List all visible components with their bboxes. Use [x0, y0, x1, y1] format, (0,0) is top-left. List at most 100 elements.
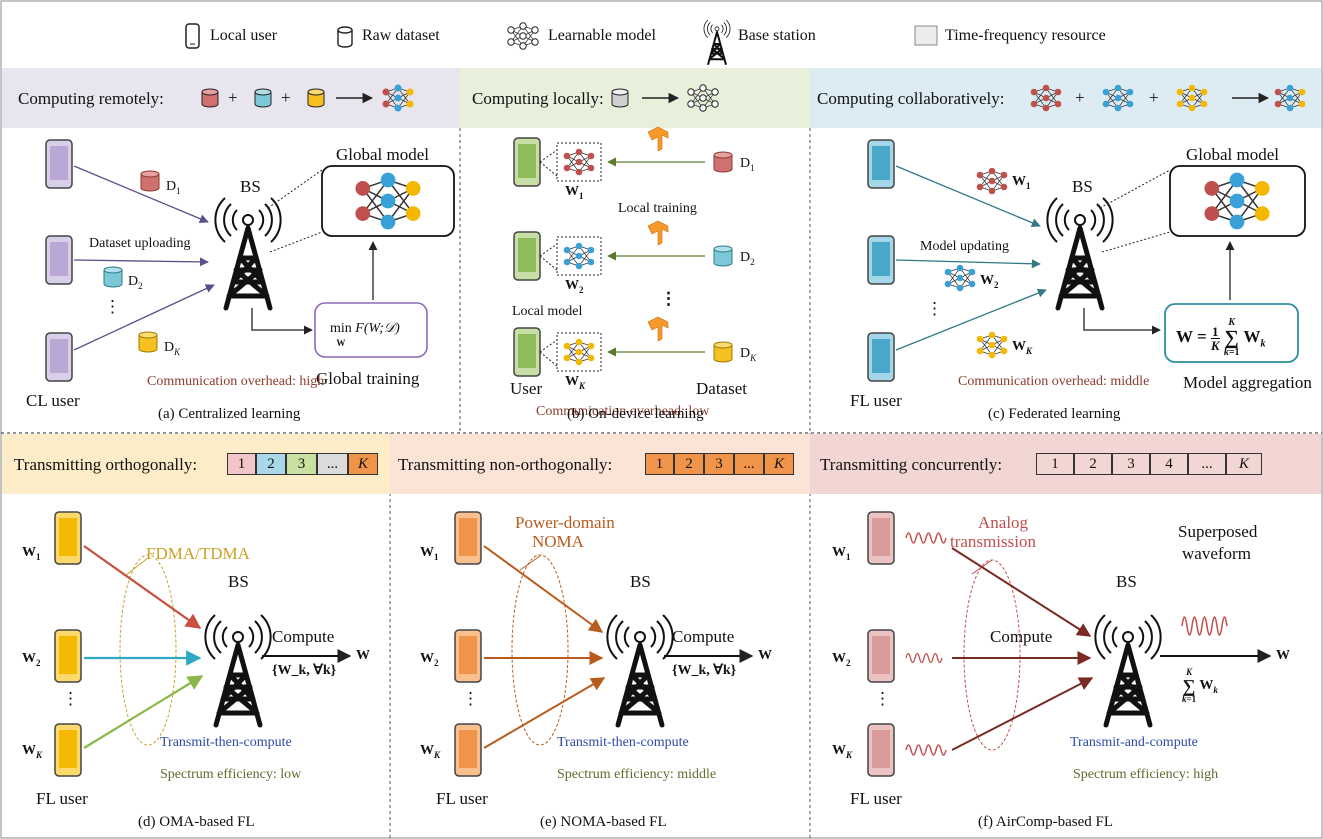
fl-global-model-label: Global model [1186, 145, 1280, 164]
air-compute-label: Compute [990, 627, 1053, 646]
superposed-wave-icon [1181, 616, 1228, 636]
superposed-2: waveform [1182, 544, 1251, 563]
noma-mode: Transmit-then-compute [557, 735, 689, 750]
fl-bs-label: BS [1072, 177, 1093, 196]
oma-cell-1: 1 [227, 453, 256, 475]
cl-user-label: CL user [26, 391, 80, 410]
ondevice-rows [513, 137, 602, 377]
cl-dk-label: DK [164, 340, 181, 357]
cl-global-training-label: Global training [316, 369, 420, 388]
air-cell-k: K [1226, 453, 1262, 475]
air-cell-3: 3 [1112, 453, 1150, 475]
cl-d2-label: D2 [128, 274, 143, 291]
fl-overhead: Communication overhead: middle [958, 374, 1150, 389]
band-a-icons [201, 88, 374, 108]
air-cell-2: 2 [1074, 453, 1112, 475]
air-output: W [1276, 648, 1290, 663]
air-sum-label: K∑k=1 Wk [1182, 667, 1218, 704]
aircomp-phones [867, 511, 895, 777]
w2-label: W2 [565, 278, 584, 295]
air-scheme-2: transmission [950, 532, 1036, 551]
air-w2: W2 [832, 651, 851, 668]
noma-w2: W2 [420, 651, 439, 668]
band-b-bg [460, 68, 810, 128]
band-c-icons [1030, 84, 1306, 112]
caption-a: (a) Centralized learning [158, 406, 301, 422]
aircomp-ellipse [963, 559, 1021, 751]
w1-label: W1 [565, 184, 584, 201]
air-w1: W1 [832, 545, 851, 562]
band-a-title: Computing remotely: [18, 89, 164, 108]
cl-bs-label: BS [240, 177, 261, 196]
fl-updating-label: Model updating [920, 239, 1010, 254]
wave-icon-1 [905, 532, 947, 544]
band-c-plus-2: + [1149, 88, 1159, 107]
aircomp-bs-tower-icon [1095, 615, 1160, 725]
legend-phone-icon [185, 23, 200, 49]
oma-efficiency: Spectrum efficiency: low [160, 767, 302, 782]
legend-learnable-model: Learnable model [548, 27, 656, 44]
noma-set-label: {W_k, ∀k} [672, 663, 737, 678]
air-mode: Transmit-and-compute [1070, 735, 1198, 750]
band-b-icons [611, 88, 680, 108]
superposed-1: Superposed [1178, 522, 1258, 541]
noma-compute-label: Compute [672, 627, 735, 646]
air-bs-label: BS [1116, 572, 1137, 591]
air-dots: ⋮ [874, 689, 891, 708]
oma-ellipse [119, 554, 177, 746]
noma-cell-3: 3 [704, 453, 734, 475]
fl-global-model-icon [1204, 172, 1270, 230]
air-scheme-1: Analog [978, 513, 1029, 532]
ondevice-datasets [713, 151, 733, 363]
fl-dots: ⋮ [926, 299, 943, 318]
oma-wk: WK [22, 743, 43, 760]
band-b-title: Computing locally: [472, 89, 604, 108]
legend-tf-resource: Time-frequency resource [945, 27, 1106, 44]
cl-global-model-label: Global model [336, 145, 430, 164]
noma-wk: WK [420, 743, 441, 760]
cl-global-training-box [314, 302, 428, 358]
air-user-label: FL user [850, 789, 902, 808]
wk-label: WK [565, 374, 586, 391]
noma-scheme-2: NOMA [532, 532, 584, 551]
oma-user-label: FL user [36, 789, 88, 808]
oma-cell-3: 3 [286, 453, 317, 475]
band-a-model-icon [382, 84, 414, 112]
cl-arrow-2 [73, 257, 209, 267]
noma-user-label: FL user [436, 789, 488, 808]
wave-icon-2 [905, 652, 943, 664]
band-f-title: Transmitting concurrently: [820, 455, 1003, 474]
cl-dots: ⋮ [104, 297, 121, 316]
oma-bs-label: BS [228, 572, 249, 591]
fl-user-phones-c [867, 139, 895, 382]
band-b-model-icon [687, 84, 719, 112]
oma-phones [54, 511, 82, 777]
legend-base-station: Base station [738, 27, 816, 44]
oma-bs-tower-icon [205, 615, 270, 725]
local-model-icon-1 [563, 148, 595, 176]
cl-arrow-1 [73, 165, 209, 224]
local-model-icon-2 [563, 242, 595, 270]
oma-compute-label: Compute [272, 627, 335, 646]
cl-d1-label: D1 [166, 179, 181, 196]
band-d-title: Transmitting orthogonally: [14, 455, 198, 474]
cl-bs-tower-icon [215, 198, 280, 308]
fl-bs-tower-icon [1047, 198, 1112, 308]
local-training-label: Local training [618, 201, 697, 216]
noma-output: W [758, 648, 772, 663]
band-c-title: Computing collaboratively: [817, 89, 1005, 108]
local-model-icon-k [563, 338, 595, 366]
noma-ellipse [511, 554, 569, 746]
band-a-bg [2, 68, 460, 128]
band-e-title: Transmitting non-orthogonally: [398, 455, 613, 474]
oma-dots: ⋮ [62, 689, 79, 708]
tensorflow-icons [647, 126, 669, 342]
caption-d: (d) OMA-based FL [138, 814, 255, 830]
oma-w2: W2 [22, 651, 41, 668]
cl-uploading-label: Dataset uploading [89, 236, 191, 251]
fl-wk-label: WK [1012, 339, 1033, 356]
noma-dots: ⋮ [462, 689, 479, 708]
oma-scheme: FDMA/TDMA [146, 544, 250, 563]
